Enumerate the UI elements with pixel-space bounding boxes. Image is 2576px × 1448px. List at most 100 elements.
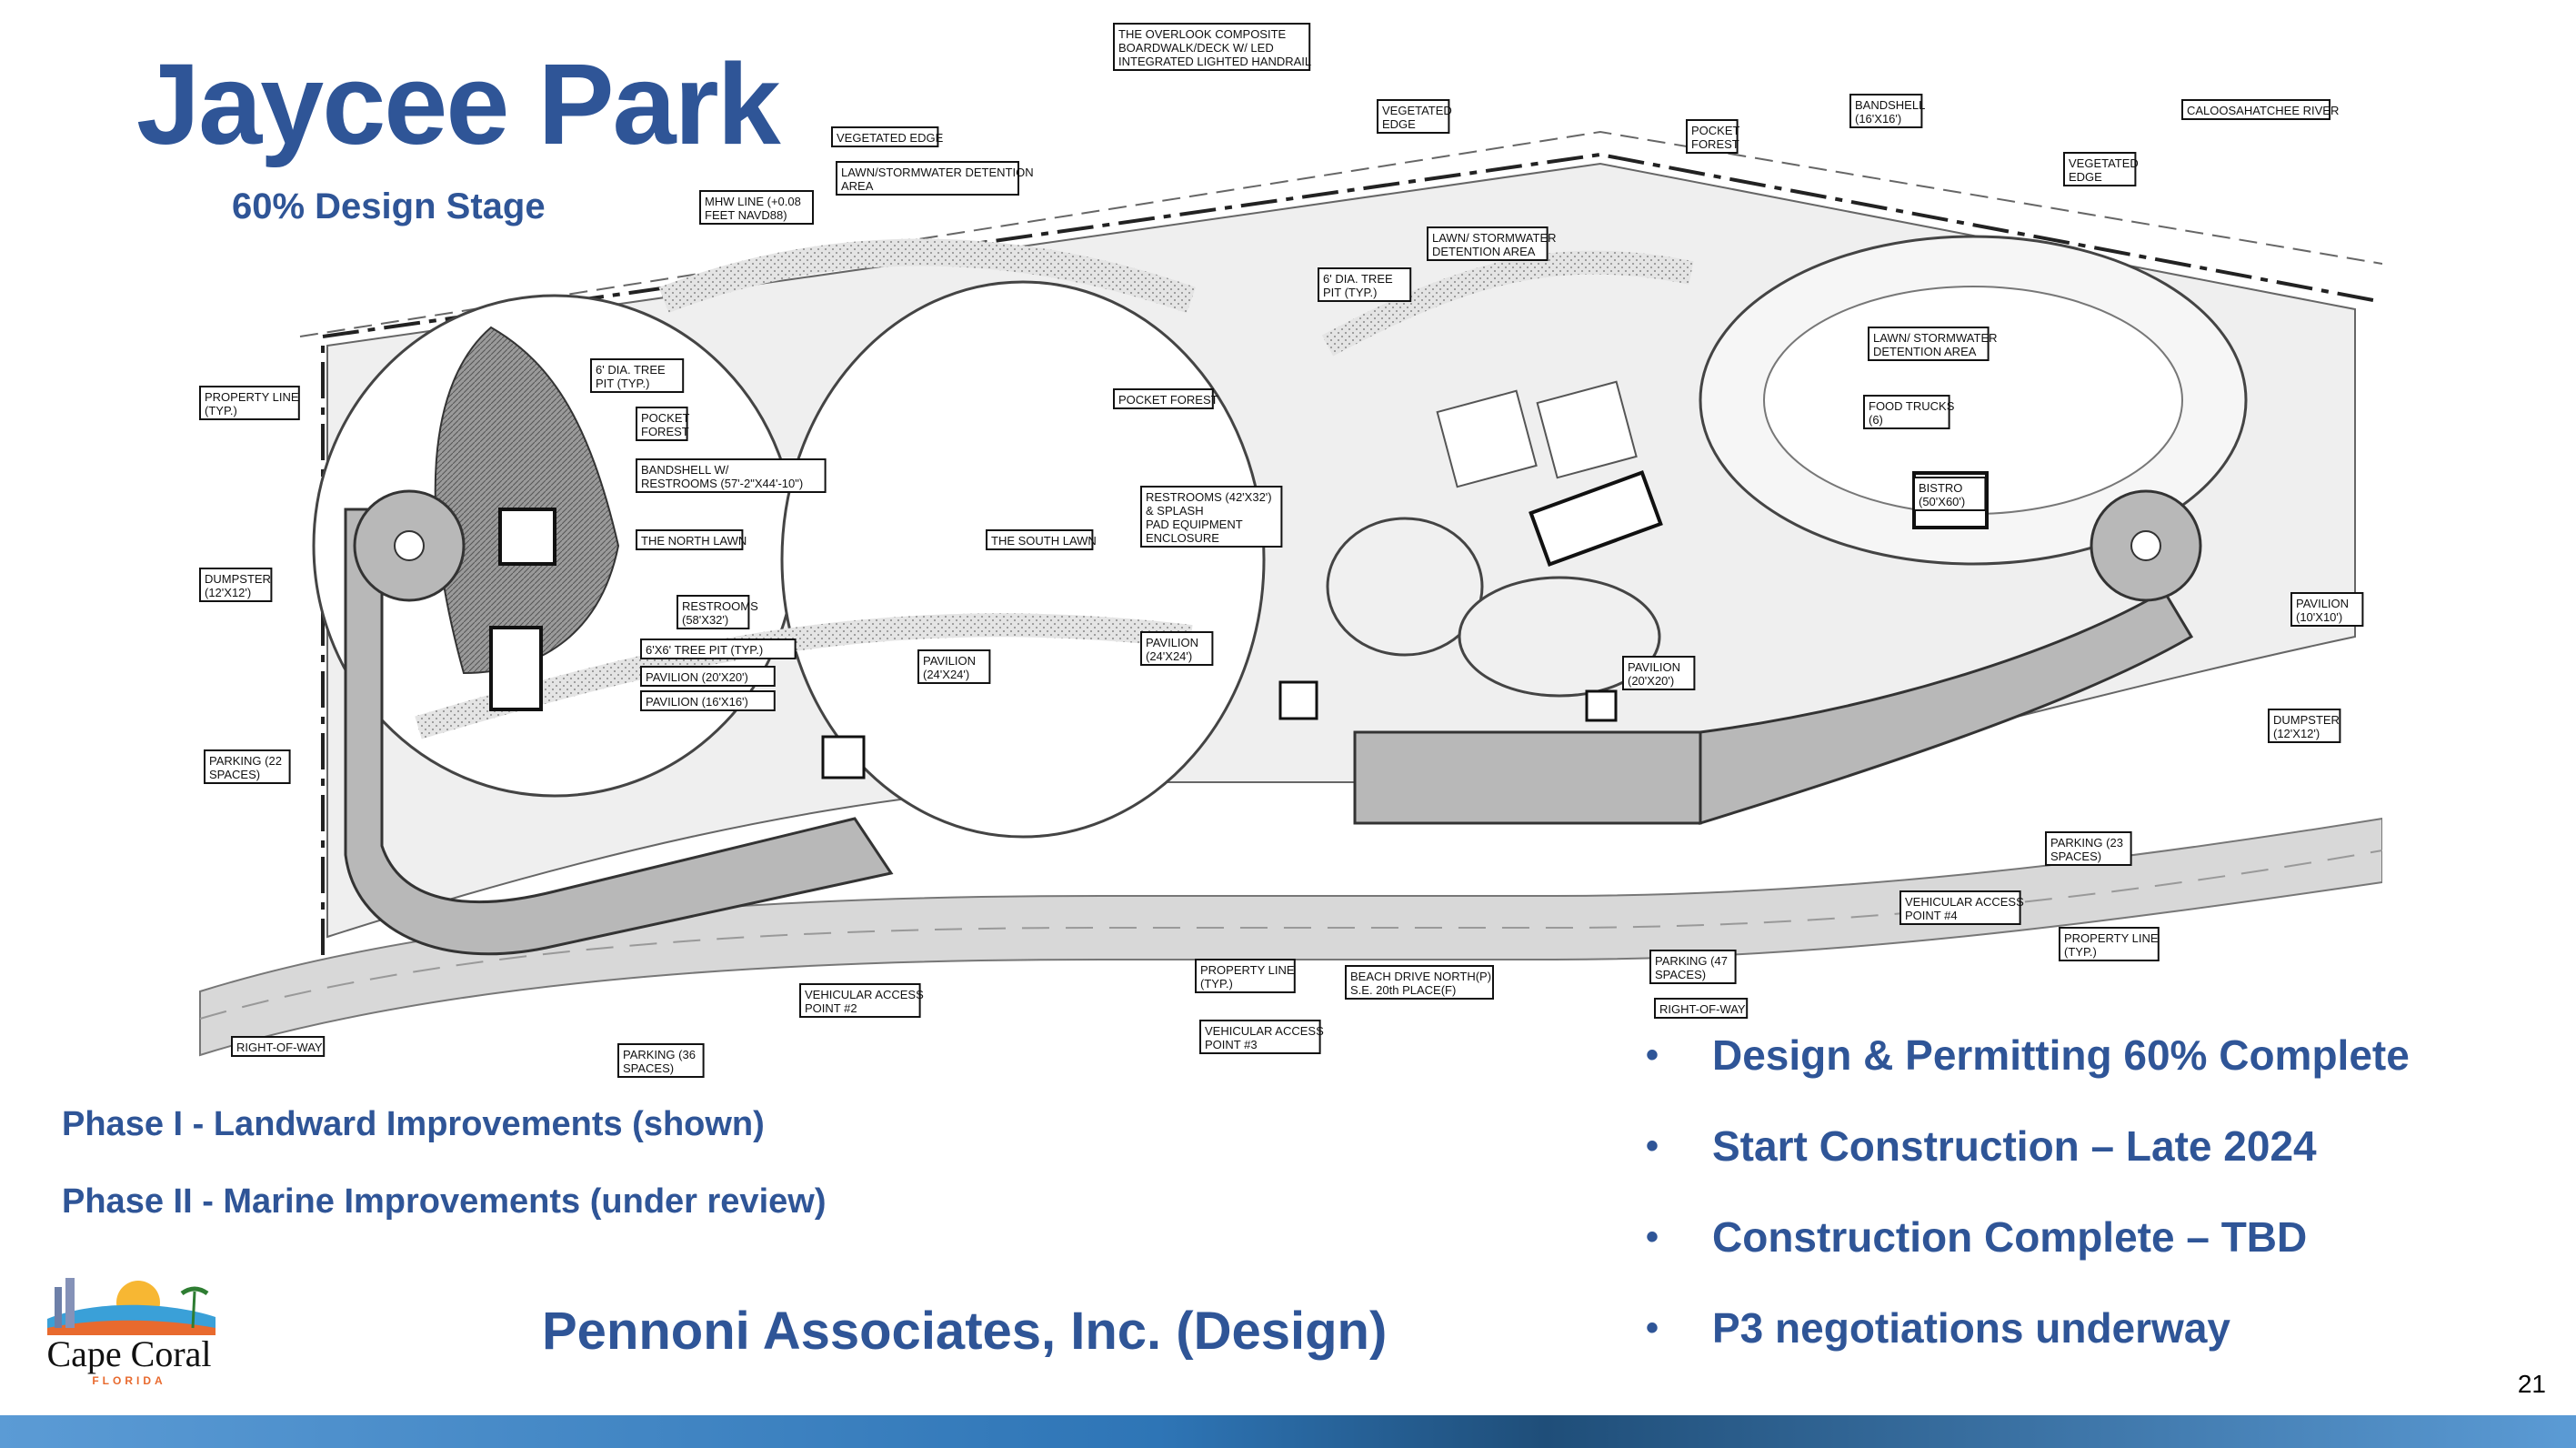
footer-bar <box>0 1415 2576 1448</box>
svg-text:VEHICULAR ACCESS: VEHICULAR ACCESS <box>1905 895 2024 909</box>
svg-text:(TYP.): (TYP.) <box>1200 977 1233 990</box>
logo-name: Cape Coral <box>46 1333 211 1374</box>
svg-text:VEHICULAR ACCESS: VEHICULAR ACCESS <box>1205 1024 1324 1038</box>
svg-text:& SPLASH: & SPLASH <box>1146 504 1204 518</box>
svg-text:PAD EQUIPMENT: PAD EQUIPMENT <box>1146 518 1243 531</box>
svg-text:PARKING (47: PARKING (47 <box>1655 954 1728 968</box>
svg-text:THE OVERLOOK COMPOSITE: THE OVERLOOK COMPOSITE <box>1118 27 1287 41</box>
svg-text:PROPERTY LINE: PROPERTY LINE <box>1200 963 1295 977</box>
svg-text:SPACES): SPACES) <box>2050 850 2101 863</box>
svg-text:6' DIA. TREE: 6' DIA. TREE <box>596 363 666 377</box>
svg-text:POCKET FOREST: POCKET FOREST <box>1118 393 1218 407</box>
phase-two-text: Phase II - Marine Improvements (under re… <box>62 1182 827 1221</box>
svg-text:PARKING (22: PARKING (22 <box>209 754 282 768</box>
plan-callout-pavilion-20: PAVILION (20'X20') <box>640 666 776 687</box>
svg-text:RESTROOMS (57'-2"X44'-10"): RESTROOMS (57'-2"X44'-10") <box>641 477 803 490</box>
svg-text:DUMPSTER: DUMPSTER <box>205 572 271 586</box>
svg-text:THE NORTH LAWN: THE NORTH LAWN <box>641 534 747 548</box>
svg-text:VEGETATED: VEGETATED <box>2069 156 2139 170</box>
svg-text:(10'X10'): (10'X10') <box>2296 610 2342 624</box>
svg-text:RESTROOMS: RESTROOMS <box>682 599 758 613</box>
logo-sub: FLORIDA <box>92 1374 165 1387</box>
svg-text:RIGHT-OF-WAY: RIGHT-OF-WAY <box>236 1041 323 1054</box>
svg-text:EDGE: EDGE <box>1382 117 1416 131</box>
svg-text:THE SOUTH LAWN: THE SOUTH LAWN <box>991 534 1097 548</box>
plan-callout-pavilion-10: PAVILION(10'X10') <box>2290 592 2364 627</box>
svg-text:LAWN/STORMWATER DETENTION: LAWN/STORMWATER DETENTION <box>841 166 1034 179</box>
svg-text:PIT (TYP.): PIT (TYP.) <box>1323 286 1377 299</box>
svg-text:(6): (6) <box>1869 413 1883 427</box>
svg-text:LAWN/ STORMWATER: LAWN/ STORMWATER <box>1873 331 1998 345</box>
svg-text:(58'X32'): (58'X32') <box>682 613 728 627</box>
status-bullet-list: •Design & Permitting 60% Complete •Start… <box>1646 1026 2410 1390</box>
svg-text:BISTRO: BISTRO <box>1919 481 1962 495</box>
svg-text:(12'X12'): (12'X12') <box>2273 727 2320 740</box>
plan-callout-right-of-way-r: RIGHT-OF-WAY <box>1654 998 1749 1019</box>
design-firm-text: Pennoni Associates, Inc. (Design) <box>542 1302 1388 1361</box>
svg-text:VEHICULAR ACCESS: VEHICULAR ACCESS <box>805 988 924 1001</box>
bullet-icon: • <box>1646 1035 1659 1075</box>
parking-lot-east <box>1699 588 2194 826</box>
plan-callout-dumpster-l: DUMPSTER(12'X12') <box>199 568 273 602</box>
svg-text:AREA: AREA <box>841 179 874 193</box>
svg-text:RESTROOMS (42'X32'): RESTROOMS (42'X32') <box>1146 490 1272 504</box>
page-title: Jaycee Park <box>136 40 781 168</box>
svg-text:(24'X24'): (24'X24') <box>1146 649 1192 663</box>
plan-callout-property-line-l: PROPERTY LINE(TYP.) <box>199 386 300 420</box>
plan-callout-bistro: BISTRO(50'X60') <box>1913 477 1987 511</box>
svg-text:SPACES): SPACES) <box>1655 968 1706 981</box>
cape-coral-logo: Cape Coral FLORIDA <box>46 1278 216 1387</box>
svg-text:(16'X16'): (16'X16') <box>1855 112 1901 126</box>
svg-text:S.E. 20th PLACE(F): S.E. 20th PLACE(F) <box>1350 983 1456 997</box>
svg-text:BEACH DRIVE NORTH(P): BEACH DRIVE NORTH(P) <box>1350 970 1491 983</box>
site-plan-drawing: PROPERTY LINE(TYP.)DUMPSTER(12'X12')PARK… <box>199 23 2382 1078</box>
status-bullet: •Design & Permitting 60% Complete <box>1646 1026 2410 1117</box>
bullet-icon: • <box>1646 1126 1659 1166</box>
plan-callout-south-lawn: THE SOUTH LAWN <box>986 529 1097 550</box>
plan-callout-tree-pit-6x6: 6'X6' TREE PIT (TYP.) <box>640 639 797 659</box>
svg-text:SPACES): SPACES) <box>623 1061 674 1075</box>
plan-callout-dumpster-r: DUMPSTER(12'X12') <box>2268 709 2341 743</box>
svg-text:PAVILION (16'X16'): PAVILION (16'X16') <box>646 695 748 709</box>
splash-pad <box>1326 517 1484 657</box>
svg-text:EDGE: EDGE <box>2069 170 2102 184</box>
plan-callout-pavilion-24a: PAVILION(24'X24') <box>917 649 991 684</box>
svg-text:VEGETATED EDGE: VEGETATED EDGE <box>837 131 944 145</box>
svg-text:(TYP.): (TYP.) <box>205 404 237 417</box>
svg-text:6'X6' TREE PIT (TYP.): 6'X6' TREE PIT (TYP.) <box>646 643 763 657</box>
svg-text:VEGETATED: VEGETATED <box>1382 104 1452 117</box>
svg-text:FOREST: FOREST <box>1691 137 1739 151</box>
svg-text:FOOD TRUCKS: FOOD TRUCKS <box>1869 399 1955 413</box>
svg-text:PIT (TYP.): PIT (TYP.) <box>596 377 649 390</box>
plan-callout-bandshell-restrooms: BANDSHELL W/RESTROOMS (57'-2"X44'-10") <box>636 458 827 493</box>
phase-one-text: Phase I - Landward Improvements (shown) <box>62 1105 765 1143</box>
svg-text:INTEGRATED LIGHTED HANDRAIL: INTEGRATED LIGHTED HANDRAIL <box>1118 55 1311 68</box>
south-lawn <box>780 280 1266 839</box>
svg-text:RIGHT-OF-WAY: RIGHT-OF-WAY <box>1659 1002 1746 1016</box>
svg-text:MHW LINE (+0.08: MHW LINE (+0.08 <box>705 195 801 208</box>
plan-callout-restrooms-1: RESTROOMS(58'X32') <box>677 595 758 629</box>
page-subtitle: 60% Design Stage <box>232 186 546 226</box>
svg-text:BANDSHELL: BANDSHELL <box>1855 98 1925 112</box>
svg-text:POCKET: POCKET <box>1691 124 1740 137</box>
parking-lot-central <box>1353 730 1702 825</box>
svg-text:PROPERTY LINE: PROPERTY LINE <box>205 390 299 404</box>
parking-lot-west <box>344 508 894 956</box>
svg-text:BANDSHELL W/: BANDSHELL W/ <box>641 463 729 477</box>
svg-text:LAWN/ STORMWATER: LAWN/ STORMWATER <box>1432 231 1557 245</box>
svg-text:POCKET: POCKET <box>641 411 690 425</box>
plan-callout-caloosahatchee: CALOOSAHATCHEE RIVER <box>2181 99 2339 120</box>
